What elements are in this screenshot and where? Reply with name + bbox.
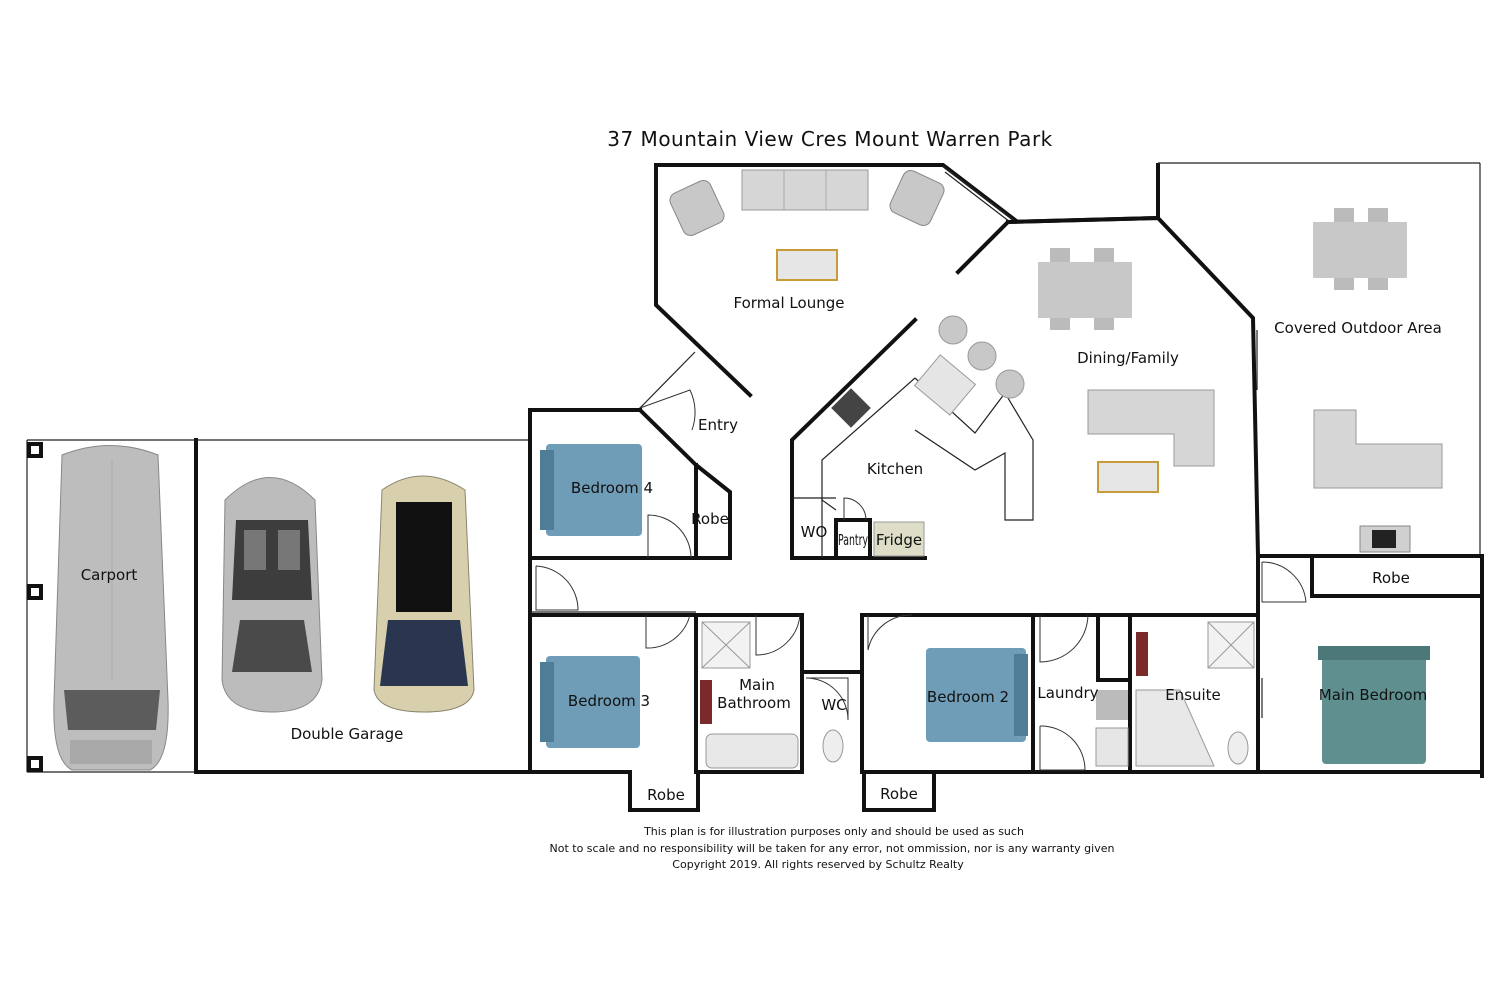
disclaimer-line-3: Copyright 2019. All rights reserved by S… (672, 858, 964, 871)
ensuite-label: Ensuite (1165, 686, 1221, 704)
main-bedroom-label: Main Bedroom (1319, 686, 1427, 704)
double-garage-area: Double Garage (194, 438, 532, 774)
armchair-icon (669, 179, 725, 237)
bed-icon (926, 648, 1026, 742)
doors (535, 497, 1307, 771)
bathtub-icon (705, 733, 799, 769)
car-sedan-icon (373, 475, 475, 713)
sofa-icon (741, 169, 869, 211)
walls (528, 162, 1484, 812)
fridge-label: Fridge (876, 531, 922, 549)
stool-icon (938, 315, 968, 345)
robe-bedroom3-label: Robe (647, 786, 685, 804)
bedroom2-label: Bedroom 2 (927, 688, 1009, 706)
main-bathroom-label-1: Main (739, 676, 775, 694)
washer-icon (1096, 690, 1128, 720)
dining-family-label: Dining/Family (1077, 349, 1179, 367)
outdoor-table-icon (1313, 222, 1407, 278)
dining-table-icon (1038, 262, 1132, 318)
furniture (540, 169, 1443, 769)
coffee-table-icon (1097, 461, 1159, 493)
bed-icon (546, 444, 642, 536)
bed-icon (546, 656, 640, 748)
bed-icon (1322, 646, 1426, 764)
sink-icon (913, 354, 977, 416)
vanity-icon (700, 680, 712, 724)
cooktop-icon (831, 388, 871, 428)
fridge-icon (873, 521, 925, 557)
robe-main-label: Robe (1372, 569, 1410, 587)
bedroom3-label: Bedroom 3 (568, 692, 650, 710)
room-labels: Formal Lounge Entry Dining/Family Kitche… (568, 294, 1442, 804)
carport-area: Carport (26, 439, 196, 773)
disclaimer: This plan is for illustration purposes o… (550, 825, 1115, 871)
entry-label: Entry (698, 416, 738, 434)
coffee-table-icon (776, 249, 838, 281)
kitchen-label: Kitchen (867, 460, 923, 478)
sectional-sofa-icon (1087, 389, 1215, 467)
wo-label: WO (801, 523, 828, 541)
formal-lounge-label: Formal Lounge (734, 294, 845, 312)
toilet-icon (822, 729, 844, 763)
double-garage-label: Double Garage (291, 725, 404, 743)
corner-bath-icon (1135, 689, 1215, 767)
armchair-icon (889, 169, 945, 227)
laundry-label: Laundry (1037, 684, 1098, 702)
covered-outdoor-label: Covered Outdoor Area (1274, 319, 1442, 337)
wc-label: WC (821, 696, 846, 714)
car-convertible-icon (221, 477, 323, 713)
robe-bedroom4-label: Robe (691, 510, 729, 528)
robe-bedroom2-label: Robe (880, 785, 918, 803)
carport-label: Carport (81, 566, 138, 584)
stool-icon (995, 369, 1025, 399)
outdoor-sofa-icon (1313, 409, 1443, 489)
tub-icon (1095, 727, 1129, 767)
main-bathroom-label-2: Bathroom (717, 694, 791, 712)
ensuite-toilet-icon (1227, 731, 1249, 765)
stool-icon (967, 341, 997, 371)
ensuite-vanity-icon (1136, 632, 1148, 676)
van-icon (53, 445, 169, 771)
disclaimer-line-1: This plan is for illustration purposes o… (643, 825, 1024, 838)
plan-title: 37 Mountain View Cres Mount Warren Park (607, 127, 1053, 151)
pantry-label: Pantry (838, 531, 868, 549)
disclaimer-line-2: Not to scale and no responsibility will … (550, 842, 1115, 855)
bedroom4-label: Bedroom 4 (571, 479, 653, 497)
